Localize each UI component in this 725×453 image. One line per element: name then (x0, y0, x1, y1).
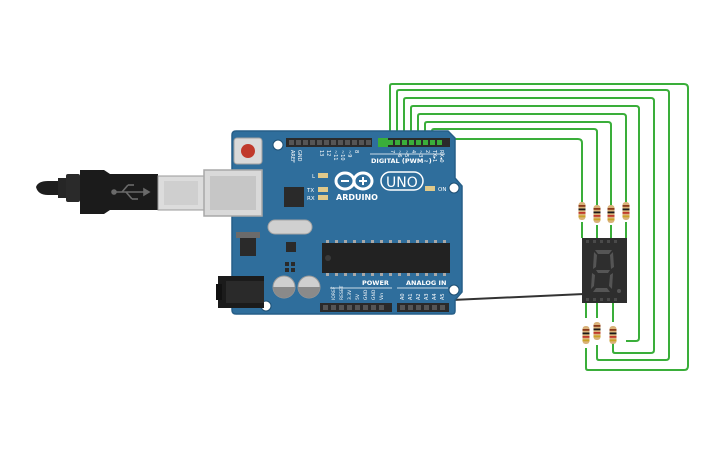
reset-button[interactable] (233, 137, 263, 165)
led-label-rx: RX (307, 196, 315, 202)
on-label: ON (438, 187, 446, 193)
power-pin-label: GND (371, 289, 377, 300)
pin-label: 8 (353, 150, 359, 153)
analog-pin-label: A0 (400, 293, 406, 300)
status-leds: L TX RX (306, 173, 328, 202)
power-pin-label: 3.3V (347, 289, 353, 300)
pin-label: ~10 (339, 150, 345, 161)
digital-header-label: DIGITAL (PWM~) (371, 157, 432, 165)
wire-pin1[interactable] (431, 128, 598, 206)
segments (591, 250, 621, 293)
on-led (425, 186, 435, 191)
analog-header-label: ANALOG IN (406, 279, 446, 287)
segment-d (593, 288, 610, 292)
power-header-label: POWER (362, 279, 389, 287)
wire-pin3[interactable] (417, 113, 627, 206)
digital-header (286, 138, 450, 147)
resistor-row-top (578, 202, 630, 223)
analog-header (397, 303, 449, 312)
segment-b (610, 252, 614, 269)
analog-pin-label: A4 (432, 293, 438, 300)
led-label-tx: TX (306, 188, 314, 194)
mounting-hole (448, 284, 460, 296)
resistor[interactable] (578, 202, 586, 220)
wire-pin4[interactable] (410, 105, 640, 342)
pin-label: RX◂0 (438, 150, 444, 163)
resistor[interactable] (622, 202, 630, 220)
pin-label: TX▸1 (431, 149, 437, 162)
power-pin-label: Vin (379, 293, 385, 300)
resistor[interactable] (607, 205, 615, 223)
wire-group (389, 83, 689, 371)
uno-badge: UNO (380, 171, 424, 191)
dc-barrel-jack (216, 276, 264, 308)
pin-label: ~9 (346, 150, 352, 157)
crystal-oscillator (267, 219, 313, 235)
usb-icon (111, 184, 151, 200)
usb-cable[interactable] (36, 170, 205, 214)
pin-label: 4 (410, 150, 416, 153)
usb-chip (284, 187, 304, 207)
segment-c (609, 273, 613, 289)
segment-a (595, 250, 612, 254)
resistor[interactable] (582, 326, 590, 344)
power-pin-label: 5V (355, 293, 361, 300)
segment-g (596, 270, 610, 273)
led-label-l: L (312, 174, 316, 180)
analog-pin-label: A1 (408, 293, 414, 300)
segment-dp (617, 289, 621, 293)
wire-pin7[interactable] (389, 83, 689, 371)
wire-pin5[interactable] (403, 97, 655, 354)
voltage-regulator (240, 238, 256, 256)
analog-pin-label: A2 (416, 293, 422, 300)
pin-label: 13 (318, 150, 324, 156)
pin-label: ~11 (332, 150, 338, 161)
resistor[interactable] (609, 326, 617, 344)
resistor[interactable] (593, 322, 601, 340)
seven-segment-display[interactable] (582, 238, 627, 303)
power-pin-label: GND (363, 289, 369, 300)
segment-f (593, 252, 597, 269)
analog-pin-label: A3 (424, 293, 430, 300)
pin-label: 2 (424, 150, 430, 153)
mounting-hole (448, 182, 460, 194)
atmega-chip (322, 240, 450, 276)
power-header (320, 303, 392, 312)
resistor[interactable] (593, 205, 601, 223)
brand-label: ARDUINO (336, 193, 378, 202)
pin-label: AREF (289, 150, 295, 163)
icsp-header (285, 262, 295, 272)
wire-pin6[interactable] (396, 89, 670, 361)
pin-label: 12 (325, 150, 331, 156)
wire-pin2[interactable] (424, 121, 612, 206)
small-component (286, 242, 296, 252)
resistor-row-bottom (582, 322, 617, 344)
model-label: UNO (386, 175, 418, 191)
ground-wire[interactable] (451, 293, 585, 301)
electrolytic-capacitors (272, 275, 321, 299)
analog-pin-label: A5 (440, 293, 446, 300)
mounting-hole (272, 139, 284, 151)
power-pin-label: IOREF (331, 286, 337, 300)
pin-label: GND (296, 150, 302, 162)
arduino-logo-icon (334, 171, 374, 191)
segment-e (591, 273, 595, 289)
power-pin-label: RESET (339, 285, 345, 300)
pin-label: 7 (389, 150, 395, 153)
